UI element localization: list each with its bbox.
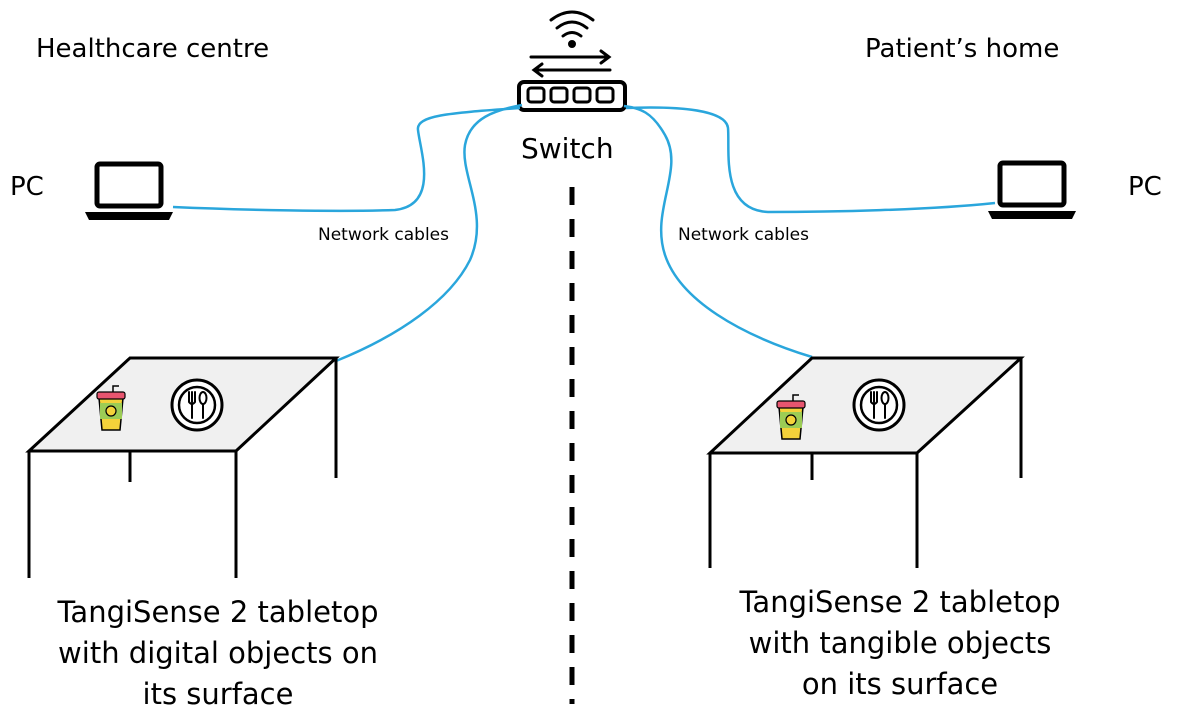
switch-label: Switch bbox=[521, 132, 614, 165]
network-switch-icon bbox=[517, 80, 627, 112]
pc-label-left: PC bbox=[10, 172, 44, 202]
laptop-icon bbox=[988, 163, 1076, 219]
caption-left-line-1: TangiSense 2 tabletop bbox=[57, 595, 379, 629]
cable-right-table bbox=[623, 104, 813, 359]
wifi-icon bbox=[549, 10, 595, 48]
heading-healthcare-centre: Healthcare centre bbox=[36, 34, 270, 64]
traffic-arrows-icon bbox=[529, 49, 612, 78]
caption-right: TangiSense 2 tabletop with tangible obje… bbox=[710, 582, 1090, 705]
laptop-icon bbox=[85, 164, 173, 220]
cable-right-pc bbox=[625, 106, 996, 214]
cable-label-right: Network cables bbox=[678, 225, 809, 245]
caption-left: TangiSense 2 tabletop with digital objec… bbox=[28, 592, 408, 715]
cable-left-table bbox=[335, 103, 523, 363]
caption-left-line-3: its surface bbox=[142, 677, 294, 711]
cable-label-left: Network cables bbox=[318, 225, 449, 245]
caption-right-line-1: TangiSense 2 tabletop bbox=[739, 585, 1061, 619]
network-cables bbox=[172, 103, 996, 363]
plate-cutlery-icon bbox=[170, 378, 224, 432]
pc-label-right: PC bbox=[1128, 172, 1162, 202]
cable-left-pc bbox=[172, 106, 521, 213]
cup-icon bbox=[96, 385, 126, 431]
caption-right-line-3: on its surface bbox=[801, 667, 999, 701]
heading-patients-home: Patient’s home bbox=[865, 34, 1060, 64]
cup-icon bbox=[776, 394, 806, 440]
caption-right-line-2: with tangible objects bbox=[748, 626, 1052, 660]
plate-cutlery-icon bbox=[852, 378, 906, 432]
caption-left-line-2: with digital objects on bbox=[58, 636, 378, 670]
